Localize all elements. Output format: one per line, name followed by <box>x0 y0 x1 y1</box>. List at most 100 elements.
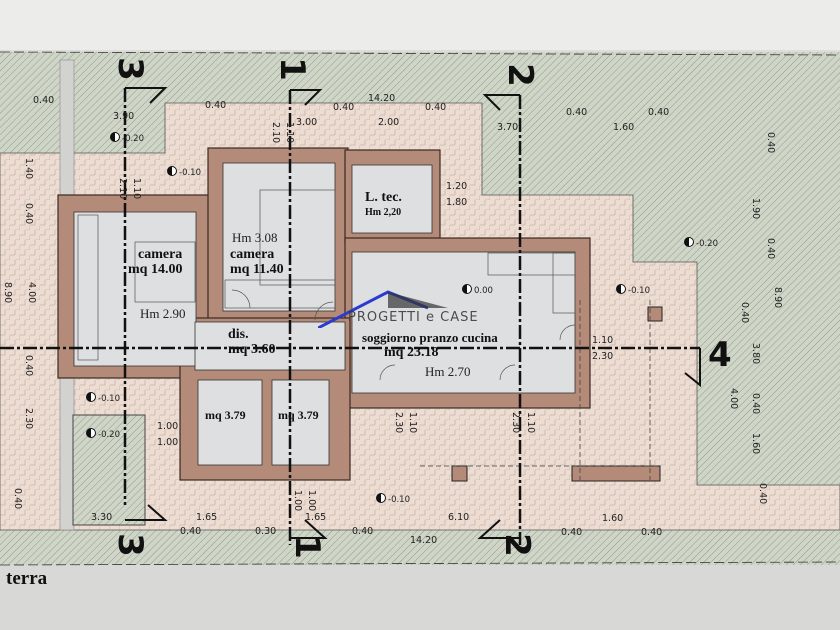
section-marker-2-top: 2 <box>499 63 540 87</box>
watermark-text: PROGETTI e CASE <box>348 310 479 325</box>
dimension-label: 0.40 <box>180 526 202 537</box>
dimension-label: 0.40 <box>561 527 583 538</box>
dimension-label: 1.00 <box>306 490 317 512</box>
section-arrows <box>125 87 701 539</box>
dimension-label: 1.10 <box>407 412 418 434</box>
room-area: mq 3.60 <box>228 342 276 357</box>
room-bathroom-1: mq 3.79 <box>205 408 246 422</box>
section-marker-3-bottom: 3 <box>109 533 150 557</box>
dimension-label: 0.40 <box>765 132 776 154</box>
section-marker-2-bottom: 2 <box>496 533 537 557</box>
dimension-label: 1.10 <box>592 335 614 346</box>
room-bathroom-2: mq 3.79 <box>278 408 319 422</box>
room-name: soggiorno pranzo cucina <box>362 330 498 345</box>
dimension-label: 1.10 <box>525 412 536 434</box>
dimension-label: 8.90 <box>772 287 783 309</box>
dimension-label: 0.40 <box>425 102 447 113</box>
dimension-label: 0.40 <box>648 107 670 118</box>
room-area: mq 23.18 <box>384 345 439 360</box>
dimension-label: 3.90 <box>113 111 135 122</box>
room-height: Hm 2,20 <box>365 207 402 218</box>
dimension-label: 0.40 <box>566 107 588 118</box>
dimension-label: 1.00 <box>292 490 303 512</box>
room-camera-2: camera mq 11.40 <box>230 247 284 277</box>
level-marker: -0.20 <box>684 237 718 249</box>
dimension-label: 0.40 <box>757 483 768 505</box>
dimension-label: 0.40 <box>750 393 761 415</box>
dimension-label: 2.10 <box>117 178 128 200</box>
dimension-label: 0.40 <box>739 302 750 324</box>
room-area: mq 11.40 <box>230 262 284 277</box>
dimension-label: 1.90 <box>750 198 761 220</box>
roof-logo-icon <box>317 290 448 330</box>
level-marker: 0.00 <box>462 284 493 296</box>
dimension-label: 1.20 <box>446 181 468 192</box>
dimension-label: 1.00 <box>157 437 179 448</box>
dimension-label: 0.40 <box>641 527 663 538</box>
dimension-label: 4.00 <box>26 282 37 304</box>
dimension-label: 3.80 <box>750 343 761 365</box>
level-marker: -0.20 <box>86 428 120 440</box>
dimension-label: 2.10 <box>270 122 281 144</box>
room-name: camera <box>138 247 183 262</box>
dimension-label: 1.60 <box>613 122 635 133</box>
section-marker-1-bottom: 1 <box>286 535 327 559</box>
room-height: Hm 2.90 <box>140 306 186 321</box>
section-lines <box>0 88 700 545</box>
dimension-label: 2.00 <box>378 117 400 128</box>
level-marker: -0.10 <box>86 392 120 404</box>
room-technical: L. tec. Hm 2,20 <box>365 190 402 220</box>
level-marker: -0.10 <box>616 284 650 296</box>
dimension-label: 4.00 <box>728 388 739 410</box>
section-marker-3-top: 3 <box>109 57 150 81</box>
plan-title: terra <box>6 568 48 589</box>
dimension-label: 2.30 <box>23 408 34 430</box>
room-camera-1: camera mq 14.00 <box>128 247 218 277</box>
dimension-label: 3.00 <box>296 117 318 128</box>
dimension-label: 0.40 <box>33 95 55 106</box>
section-marker-1-top: 1 <box>271 57 312 81</box>
room-height: Hm 2.70 <box>425 364 471 379</box>
level-marker: -0.10 <box>167 166 201 178</box>
dimension-label: 14.20 <box>410 535 438 546</box>
dimension-label: 0.40 <box>333 102 355 113</box>
dimension-label: 0.40 <box>12 488 23 510</box>
watermark-logo: PROGETTI e CASE <box>317 288 518 330</box>
room-name: dis. <box>228 327 249 342</box>
room-living: soggiorno pranzo cucina mq 23.18 <box>362 330 498 360</box>
dimension-label: 0.30 <box>255 526 277 537</box>
dimension-label: 6.10 <box>448 512 470 523</box>
dimension-label: 0.40 <box>23 203 34 225</box>
dimension-label: 2.30 <box>393 412 404 434</box>
level-marker: -0.10 <box>376 493 410 505</box>
dimension-label: 2.30 <box>592 351 614 362</box>
room-floors <box>73 162 576 466</box>
dimension-label: 3.70 <box>497 122 519 133</box>
section-marker-4: 4 <box>708 335 732 375</box>
dimension-label: 8.90 <box>2 282 13 304</box>
pergola-beams <box>451 306 663 482</box>
dimension-label: 1.65 <box>305 512 327 523</box>
dimension-label: 1.10 <box>131 178 142 200</box>
dimension-label: 1.40 <box>23 158 34 180</box>
dimension-label: 1.00 <box>157 421 179 432</box>
dimension-label: 3.30 <box>91 512 113 523</box>
dimension-label: 0.40 <box>352 526 374 537</box>
dimension-label: 14.20 <box>368 93 396 104</box>
dimension-label: 1.65 <box>196 512 218 523</box>
room-disimpegno: dis. mq 3.60 <box>228 327 275 357</box>
dimension-label: 1.10 <box>284 122 295 144</box>
room-name: camera <box>230 247 275 262</box>
room-name: L. tec. <box>365 190 402 205</box>
level-marker: -0.20 <box>110 132 144 144</box>
furniture-lines <box>77 189 576 381</box>
dimension-label: 0.40 <box>765 238 776 260</box>
dimension-label: 0.40 <box>23 355 34 377</box>
dimension-label: 1.60 <box>750 433 761 455</box>
dimension-label: 1.80 <box>446 197 468 208</box>
room-height: Hm 3.08 <box>232 230 278 245</box>
dimension-label: 1.60 <box>602 513 624 524</box>
dimension-label: 2.30 <box>510 412 521 434</box>
room-area: mq 14.00 <box>128 262 183 277</box>
dimension-label: 0.40 <box>205 100 227 111</box>
